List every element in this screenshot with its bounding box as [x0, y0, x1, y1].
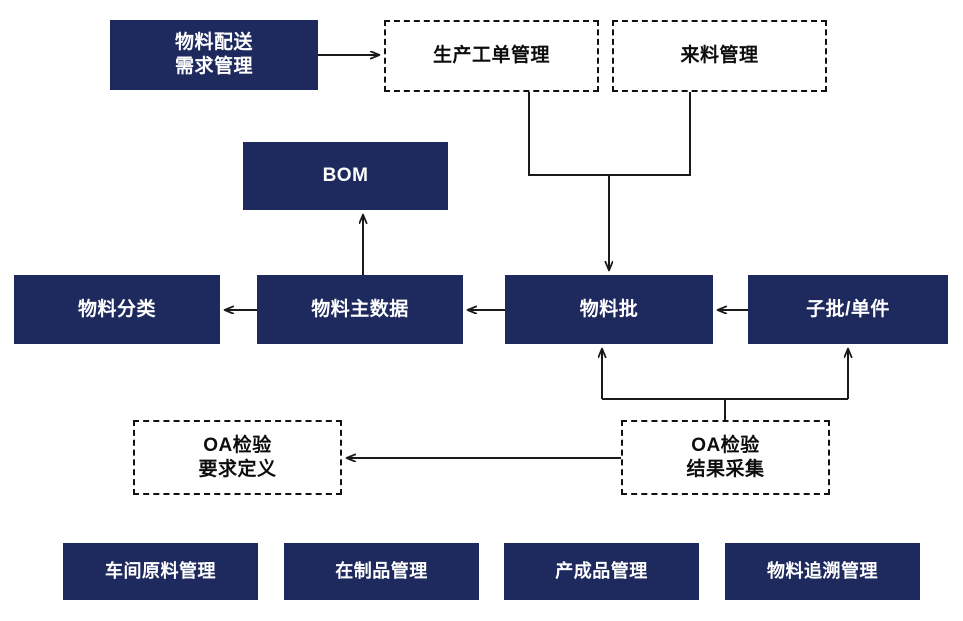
node-oa-inspection-requirement[interactable]: OA检验 要求定义 [133, 420, 342, 495]
node-material-batch[interactable]: 物料批 [505, 275, 713, 344]
node-sub-batch-unit[interactable]: 子批/单件 [748, 275, 948, 344]
edge-work-order-merge-down [528, 92, 691, 176]
node-material-traceability[interactable]: 物料追溯管理 [725, 543, 920, 600]
node-oa-inspection-result[interactable]: OA检验 结果采集 [621, 420, 830, 495]
node-material-delivery-demand[interactable]: 物料配送 需求管理 [110, 20, 318, 90]
node-incoming-material[interactable]: 来料管理 [612, 20, 827, 92]
node-finished-goods[interactable]: 产成品管理 [504, 543, 699, 600]
node-material-category[interactable]: 物料分类 [14, 275, 220, 344]
node-bom[interactable]: BOM [243, 142, 448, 210]
node-material-master-data[interactable]: 物料主数据 [257, 275, 463, 344]
node-production-work-order[interactable]: 生产工单管理 [384, 20, 599, 92]
node-wip-management[interactable]: 在制品管理 [284, 543, 479, 600]
node-workshop-raw-material[interactable]: 车间原料管理 [63, 543, 258, 600]
